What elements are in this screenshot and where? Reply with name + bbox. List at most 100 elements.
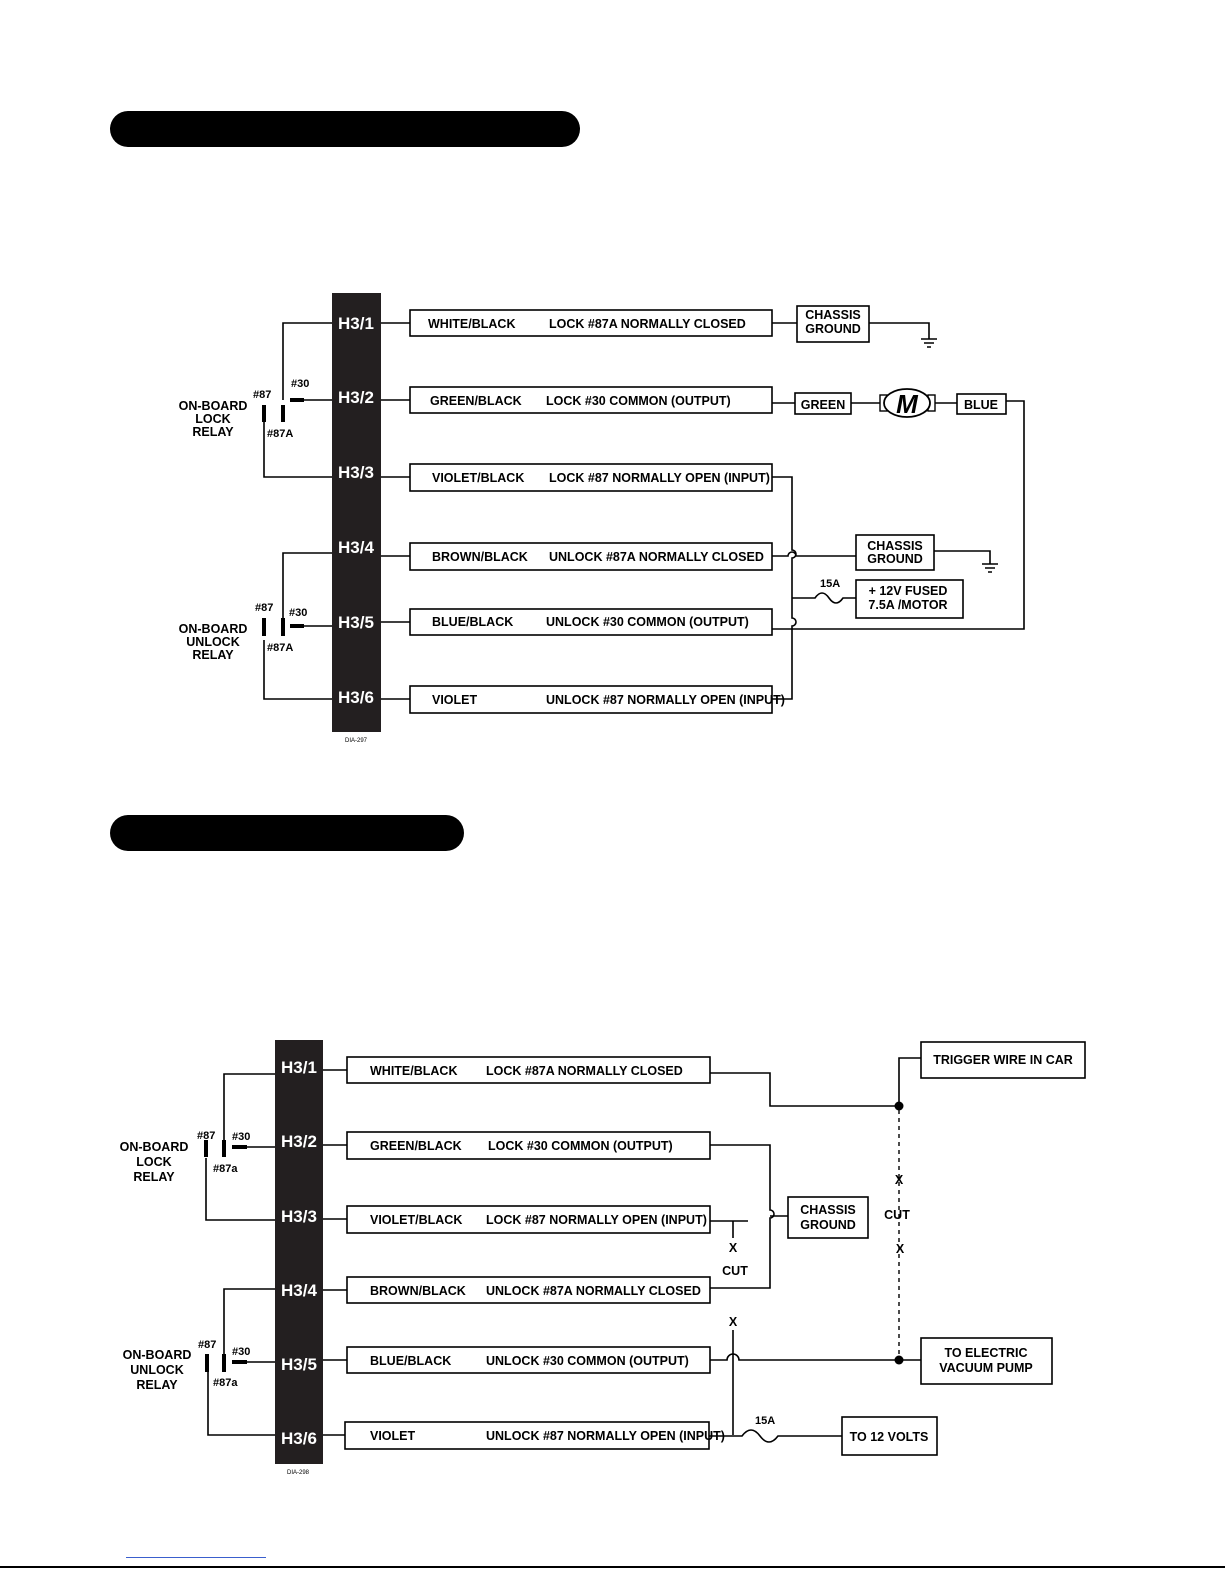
pin-label: H3/5 <box>281 1355 317 1374</box>
lock-relay: #87 #30 #87A ON-BOARD LOCK RELAY <box>179 322 332 478</box>
wire-desc-label: UNLOCK #87 NORMALLY OPEN (INPUT) <box>546 693 785 707</box>
pin-label: H3/4 <box>281 1281 317 1300</box>
relay-label: ON-BOARD <box>123 1348 192 1362</box>
relay-label: RELAY <box>192 425 234 439</box>
wire-color-label: WHITE/BLACK <box>370 1064 458 1078</box>
chassis-ground-label: CHASSIS <box>867 539 923 553</box>
wire-box <box>346 1346 711 1374</box>
fuse-icon <box>792 592 856 604</box>
chassis-ground-label: GROUND <box>800 1218 856 1232</box>
relay-label: UNLOCK <box>130 1363 183 1377</box>
wire-desc-label: LOCK #30 COMMON (OUTPUT) <box>488 1139 673 1153</box>
chassis-ground-box <box>855 534 935 571</box>
junction-dot <box>894 1101 904 1111</box>
relay-pin-87: #87 <box>198 1339 216 1351</box>
cut-label: CUT <box>722 1264 748 1278</box>
power-label: + 12V FUSED <box>869 584 948 598</box>
wire-box <box>409 608 773 636</box>
wire-color-label: VIOLET/BLACK <box>432 471 524 485</box>
junction-dot <box>894 1355 904 1365</box>
connector-block <box>275 1040 323 1464</box>
motor-icon: M <box>879 388 936 419</box>
wire-color-label: BROWN/BLACK <box>370 1284 466 1298</box>
wire-box <box>409 542 773 571</box>
relay-label: LOCK <box>195 412 230 426</box>
vacuum-pump-label: TO ELECTRIC <box>944 1346 1027 1360</box>
wire-color-label: GREEN/BLACK <box>430 394 522 408</box>
section-header-bar-2 <box>110 815 464 851</box>
pin-label: H3/3 <box>281 1207 317 1226</box>
pin-label: H3/4 <box>338 538 374 557</box>
wire-box <box>409 685 773 714</box>
footer-rule <box>0 1566 1225 1568</box>
vacuum-pump-box <box>920 1337 1053 1385</box>
wire-desc-label: LOCK #30 COMMON (OUTPUT) <box>546 394 731 408</box>
unlock-relay: #87 #30 #87A ON-BOARD UNLOCK RELAY <box>179 552 332 700</box>
relay-pin-30: #30 <box>232 1346 250 1358</box>
pin-label: H3/1 <box>281 1058 317 1077</box>
wire-desc-label: UNLOCK #30 COMMON (OUTPUT) <box>546 615 749 629</box>
wire-desc-label: UNLOCK #87A NORMALLY CLOSED <box>549 550 764 564</box>
relay-pin-87a: #87a <box>213 1377 238 1389</box>
cut-label: CUT <box>884 1208 910 1222</box>
green-wire-box <box>794 392 852 415</box>
relay-pin-87a: #87A <box>267 428 293 440</box>
relay-label: ON-BOARD <box>179 399 248 413</box>
wire-color-label: BLUE/BLACK <box>432 615 513 629</box>
blue-wire-label: BLUE <box>964 398 998 412</box>
relay-label: RELAY <box>192 648 234 662</box>
wire-desc-label: LOCK #87 NORMALLY OPEN (INPUT) <box>486 1213 707 1227</box>
chassis-ground-label: CHASSIS <box>805 308 861 322</box>
relay-label: ON-BOARD <box>179 622 248 636</box>
relay-label: RELAY <box>136 1378 178 1392</box>
twelve-volts-box <box>841 1416 938 1456</box>
diagram-code: DIA-298 <box>287 1470 310 1476</box>
cut-mark: X <box>729 1241 738 1255</box>
fuse-label: 15A <box>755 1415 775 1427</box>
wire-desc-label: LOCK #87 NORMALLY OPEN (INPUT) <box>549 471 770 485</box>
wire-box <box>409 309 773 337</box>
power-box <box>855 579 964 619</box>
wire-desc-label: LOCK #87A NORMALLY CLOSED <box>486 1064 683 1078</box>
relay-label: RELAY <box>133 1170 175 1184</box>
relay-pin-87a: #87a <box>213 1163 238 1175</box>
chassis-ground-label: CHASSIS <box>800 1203 856 1217</box>
relay-pin-87a: #87A <box>267 642 293 654</box>
wire-box <box>346 1205 711 1234</box>
wire-color-label: VIOLET <box>432 693 478 707</box>
pin-label: H3/2 <box>338 388 374 407</box>
wire-desc-label: UNLOCK #87 NORMALLY OPEN (INPUT) <box>486 1429 725 1443</box>
pin-label: H3/1 <box>338 314 374 333</box>
relay-label: ON-BOARD <box>120 1140 189 1154</box>
lock-relay: #87 #30 #87a ON-BOARD LOCK RELAY <box>120 1073 275 1221</box>
wire-box <box>409 386 773 414</box>
relay-label: LOCK <box>136 1155 171 1169</box>
fuse-icon <box>709 1429 842 1443</box>
chassis-ground-box <box>787 1196 869 1239</box>
diagram-code: DIA-297 <box>345 738 368 744</box>
wire-color-label: VIOLET/BLACK <box>370 1213 462 1227</box>
cut-mark: X <box>896 1242 905 1256</box>
pin-label: H3/5 <box>338 613 374 632</box>
green-wire-label: GREEN <box>801 398 845 412</box>
relay-pin-30: #30 <box>291 378 309 390</box>
cut-mark: X <box>895 1173 904 1187</box>
pin-label: H3/2 <box>281 1132 317 1151</box>
fuse-label: 15A <box>820 578 840 590</box>
relay-pin-87: #87 <box>255 602 273 614</box>
pin-label: H3/6 <box>338 688 374 707</box>
footer-underline <box>126 1557 266 1558</box>
wire-box <box>346 1276 711 1304</box>
wire-box <box>346 1131 711 1160</box>
diagram-1: H3/1 H3/2 H3/3 H3/4 H3/5 H3/6 WHITE/BLAC… <box>179 293 1025 744</box>
wire-color-label: VIOLET <box>370 1429 416 1443</box>
wire-color-label: BLUE/BLACK <box>370 1354 451 1368</box>
relay-pin-87: #87 <box>253 389 271 401</box>
relay-pin-30: #30 <box>289 607 307 619</box>
chassis-ground-label: GROUND <box>805 322 861 336</box>
ground-symbol-icon <box>982 563 998 573</box>
chassis-ground-label: GROUND <box>867 552 923 566</box>
wire-desc-label: UNLOCK #30 COMMON (OUTPUT) <box>486 1354 689 1368</box>
wire-color-label: WHITE/BLACK <box>428 317 516 331</box>
